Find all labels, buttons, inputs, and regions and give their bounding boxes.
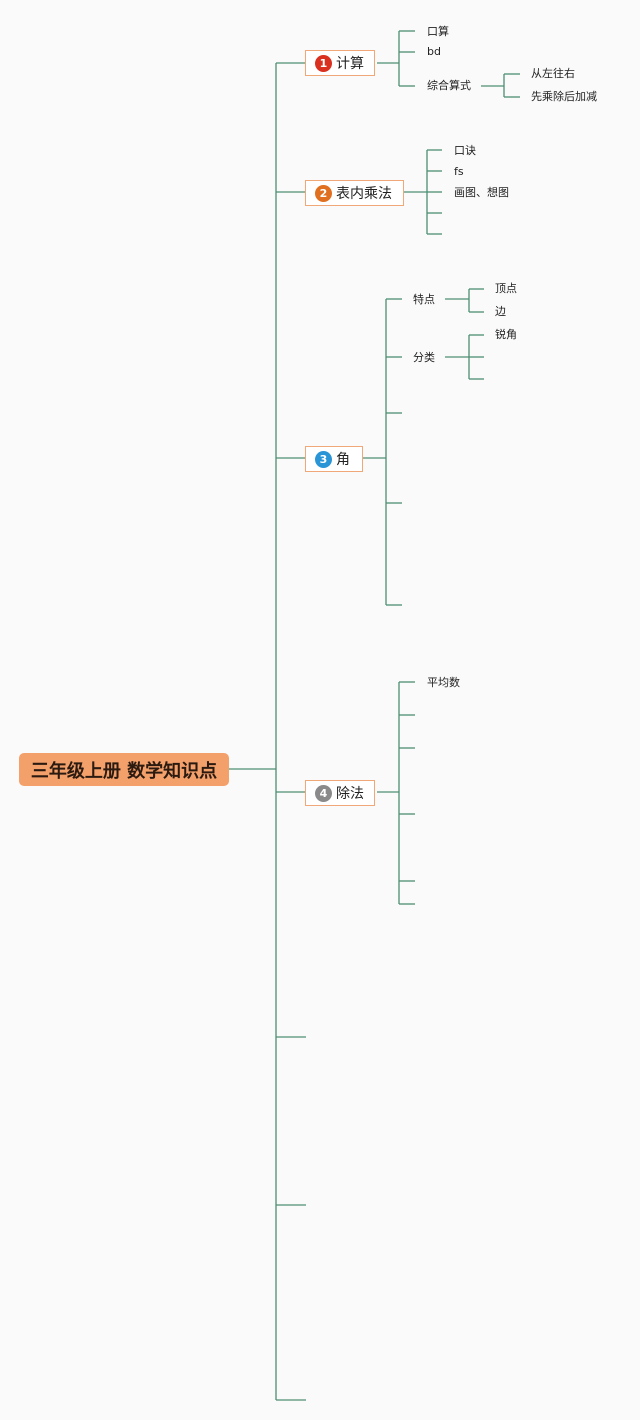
branch-label: 角 <box>336 452 350 468</box>
branch-node-multiplication[interactable]: 2 表内乘法 <box>305 180 404 206</box>
number-badge-icon: 1 <box>315 54 332 72</box>
root-node[interactable]: 三年级上册 数学知识点 <box>19 753 229 786</box>
leaf-item[interactable]: 口诀 <box>454 144 476 157</box>
branch-node-angle[interactable]: 3 角 <box>305 446 363 472</box>
leaf-item[interactable]: 平均数 <box>427 676 460 689</box>
leaf-item[interactable]: 从左往右 <box>531 67 575 80</box>
branch-label: 计算 <box>336 56 364 72</box>
leaf-item[interactable]: 综合算式 <box>427 79 471 92</box>
leaf-item[interactable]: 先乘除后加减 <box>531 90 597 103</box>
leaf-item[interactable]: 口算 <box>427 25 449 38</box>
branch-label: 表内乘法 <box>336 186 392 202</box>
leaf-item[interactable]: 画图、想图 <box>454 186 509 199</box>
branch-node-calculation[interactable]: 1 计算 <box>305 50 375 76</box>
branch-label: 除法 <box>336 786 364 802</box>
leaf-item[interactable]: fs <box>454 165 464 178</box>
number-badge-icon: 3 <box>315 450 332 468</box>
branch-node-division[interactable]: 4 除法 <box>305 780 375 806</box>
leaf-item[interactable]: bd <box>427 45 441 58</box>
leaf-item[interactable]: 边 <box>495 305 506 318</box>
leaf-item[interactable]: 特点 <box>413 293 435 306</box>
leaf-item[interactable]: 锐角 <box>495 328 517 341</box>
number-badge-icon: 2 <box>315 184 332 202</box>
leaf-item[interactable]: 顶点 <box>495 282 517 295</box>
root-label: 三年级上册 数学知识点 <box>30 760 218 782</box>
number-badge-icon: 4 <box>315 784 332 802</box>
leaf-item[interactable]: 分类 <box>413 351 435 364</box>
